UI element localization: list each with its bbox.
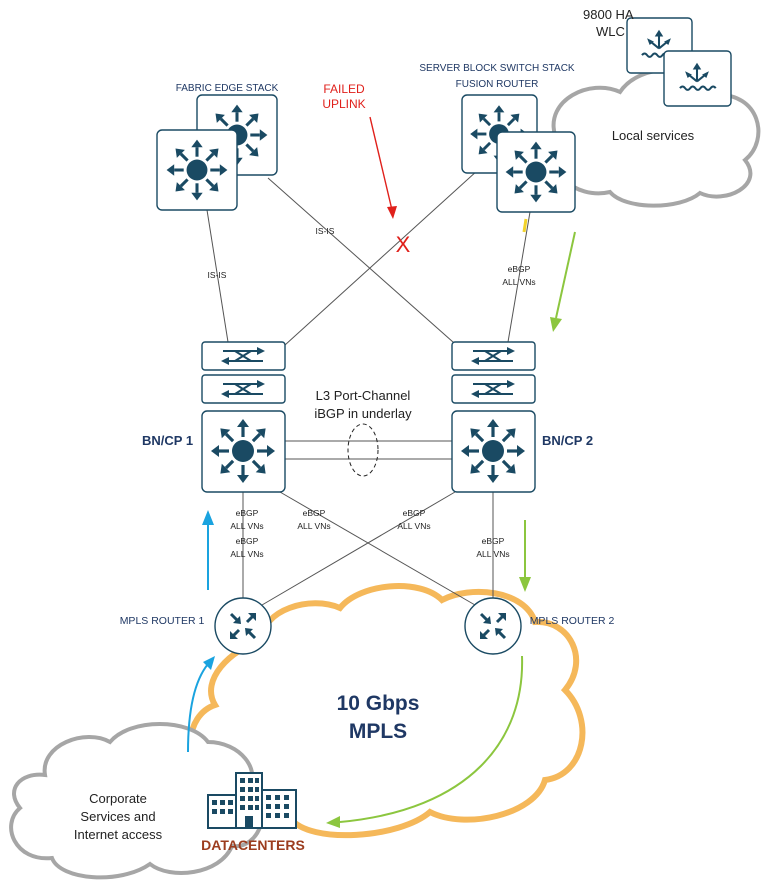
local-services-label: Local services — [612, 128, 695, 143]
ebgp-2-line1: eBGP — [303, 508, 326, 518]
ebgp-top-line2: ALL VNs — [502, 277, 535, 287]
bn-cp-1-label: BN/CP 1 — [142, 433, 193, 448]
corporate-label-line1: Corporate — [89, 791, 147, 806]
link-edge-bn2-isis — [267, 177, 463, 351]
ebgp-4-line2: ALL VNs — [230, 549, 263, 559]
ebgp-4-line1: eBGP — [236, 536, 259, 546]
layer3-switch-icon — [166, 139, 228, 201]
corporate-label-line3: Internet access — [74, 827, 163, 842]
fusion-router-front[interactable] — [496, 131, 576, 213]
layer3-switch-icon — [505, 141, 567, 203]
bn2-access-bar-1[interactable] — [451, 341, 536, 371]
datacenters-label: DATACENTERS — [201, 837, 305, 853]
failed-uplink-arrow — [369, 116, 397, 219]
mpls-router-1-label: MPLS ROUTER 1 — [120, 615, 205, 627]
fabric-edge-label: FABRIC EDGE STACK — [176, 83, 279, 94]
blue-arrow-mr1 — [187, 656, 215, 753]
layer3-switch-icon — [211, 419, 275, 483]
bn1-access-bar-1[interactable] — [201, 341, 286, 371]
bn-cp-1-switch[interactable] — [201, 410, 286, 493]
bn-cp-2-switch[interactable] — [451, 410, 536, 493]
wlc-label-line2: WLC — [596, 24, 625, 39]
failed-uplink-label-line1: FAILED — [323, 82, 365, 96]
bn1-access-bar-2[interactable] — [201, 374, 286, 404]
yellow-link-marker — [522, 218, 528, 233]
mpls-router-2-label: MPLS ROUTER 2 — [530, 615, 615, 627]
server-block-label-line2: FUSION ROUTER — [456, 79, 539, 90]
corporate-services-cloud — [9, 722, 265, 880]
green-arrow-fusion — [550, 231, 576, 332]
ebgp-5-line1: eBGP — [482, 536, 505, 546]
mpls-router-1[interactable] — [214, 597, 272, 655]
port-channel-label-line2: iBGP in underlay — [314, 406, 412, 421]
wlc-label-line1: 9800 HA — [583, 7, 634, 22]
link-fusion-bn2-ebgp — [507, 211, 531, 343]
mpls-cloud-label-line1: 10 Gbps — [337, 692, 420, 715]
server-block-label-line1: SERVER BLOCK SWITCH STACK — [419, 63, 575, 74]
ebgp-3-line2: ALL VNs — [397, 521, 430, 531]
layer3-switch-icon — [461, 419, 525, 483]
ebgp-1-line1: eBGP — [236, 508, 259, 518]
isis-label-left: IS-IS — [208, 270, 227, 280]
green-arrow-datacenter — [326, 655, 524, 828]
bn-cp-2-label: BN/CP 2 — [542, 433, 593, 448]
blue-arrow-bn1 — [202, 510, 214, 590]
port-channel-label-line1: L3 Port-Channel — [316, 388, 411, 403]
corporate-label-line2: Services and — [80, 809, 155, 824]
ebgp-2-line2: ALL VNs — [297, 521, 330, 531]
bn2-access-bar-2[interactable] — [451, 374, 536, 404]
datacenter-building-icon — [207, 772, 297, 829]
mpls-cloud-label-line2: MPLS — [349, 720, 407, 743]
ebgp-1-line2: ALL VNs — [230, 521, 263, 531]
link-edge-bn1-isis — [206, 209, 229, 343]
port-channel-bundle — [347, 423, 379, 477]
link-bn1-mr2 — [279, 491, 476, 606]
mpls-router-2[interactable] — [464, 597, 522, 655]
wlc-secondary[interactable] — [663, 50, 732, 107]
link-failed-uplink — [284, 169, 479, 346]
failed-uplink-label-line2: UPLINK — [322, 97, 365, 111]
green-arrow-bn2 — [519, 520, 531, 592]
link-bn2-mr1 — [261, 491, 456, 606]
ebgp-3-line1: eBGP — [403, 508, 426, 518]
isis-label-cross: IS-IS — [316, 226, 335, 236]
fabric-edge-switch-front[interactable] — [156, 129, 238, 211]
ebgp-5-line2: ALL VNs — [476, 549, 509, 559]
failed-uplink-mark: X — [396, 232, 411, 257]
ebgp-top-line1: eBGP — [508, 264, 531, 274]
